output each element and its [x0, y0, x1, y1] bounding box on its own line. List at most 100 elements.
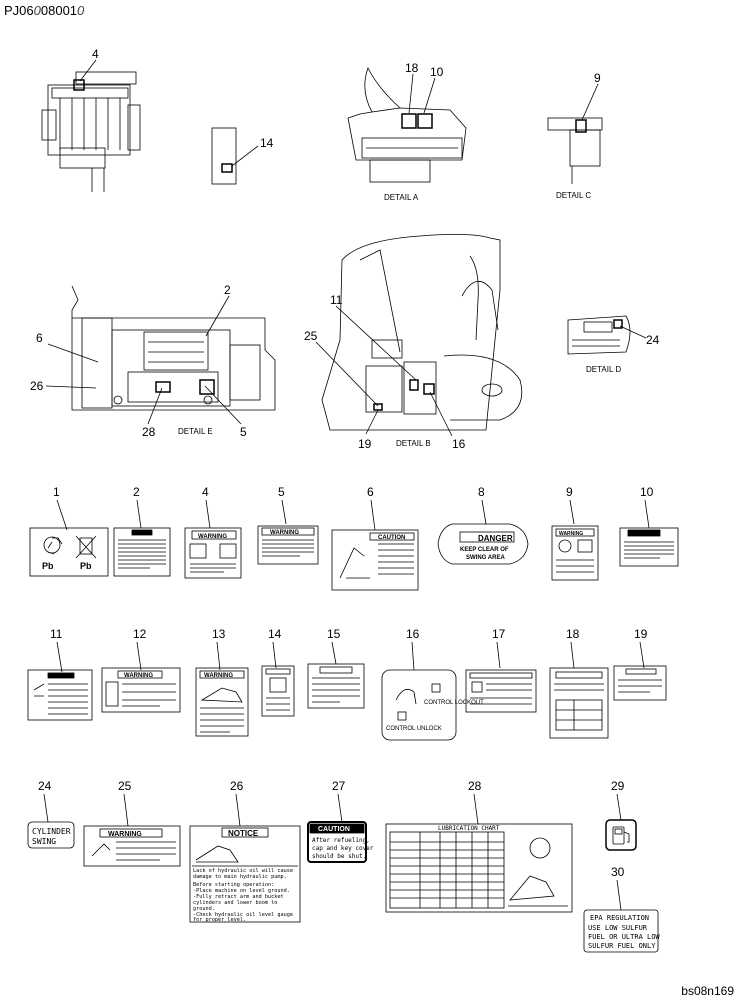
- decal-6-caution: CAUTION: [331, 529, 419, 591]
- callout-6: 6: [36, 331, 43, 345]
- part-number-17: 17: [492, 627, 506, 641]
- svg-text:WARNING: WARNING: [559, 531, 583, 537]
- svg-text:damage to main hydraulic pump.: damage to main hydraulic pump.: [193, 874, 287, 880]
- part-number-18: 18: [566, 627, 580, 641]
- decal-18-fluid-table: [549, 667, 609, 739]
- decal-26-notice: NOTICE Lack of hydraulic oil will cause …: [189, 825, 301, 923]
- callout-19: 19: [358, 437, 372, 451]
- decal-15-caution: [307, 663, 365, 709]
- detail-d-label: DETAIL D: [586, 365, 621, 374]
- decal-10-warning: [619, 527, 679, 567]
- detail-a-label: DETAIL A: [384, 193, 419, 202]
- svg-text:WARNING: WARNING: [204, 673, 233, 679]
- part-number-6: 6: [367, 485, 374, 499]
- svg-text:cylinders and lower boom to: cylinders and lower boom to: [193, 900, 277, 906]
- svg-text:-Check hydraulic oil level gau: -Check hydraulic oil level gauge: [193, 912, 293, 918]
- part-number-24: 24: [38, 779, 52, 793]
- svg-text:ground.: ground.: [193, 906, 215, 912]
- decal-2-warning: [113, 527, 171, 577]
- detail-e-label: DETAIL E: [178, 427, 213, 436]
- detail-e-drawing: [71, 285, 276, 411]
- svg-text:CYLINDER: CYLINDER: [32, 827, 71, 836]
- svg-text:Pb: Pb: [80, 561, 92, 571]
- drawing-code: PJ060080010: [4, 3, 85, 18]
- detail-b-label: DETAIL B: [396, 439, 431, 448]
- part-number-19: 19: [634, 627, 648, 641]
- decal-12-warning: WARNING: [101, 667, 181, 713]
- decal-16-control-lockout: CONTROL LOCKOUT CONTROL UNLOCK: [381, 669, 484, 741]
- detail-a-drawing: [347, 66, 467, 183]
- svg-text:EPA REGULATION: EPA REGULATION: [590, 914, 649, 922]
- part-number-13: 13: [212, 627, 226, 641]
- callout-11: 11: [330, 293, 343, 307]
- svg-text:CAUTION: CAUTION: [318, 826, 350, 833]
- callout-24: 24: [646, 333, 660, 347]
- figure-reference: bs08n169: [681, 984, 734, 998]
- svg-text:DANGER: DANGER: [478, 534, 513, 543]
- bracket-drawing: [211, 127, 237, 185]
- callout-4: 4: [92, 47, 99, 61]
- decal-14-caution: [261, 665, 295, 717]
- svg-text:NOTICE: NOTICE: [228, 829, 259, 838]
- svg-text:FUEL OR ULTRA LOW: FUEL OR ULTRA LOW: [588, 933, 660, 941]
- decal-19-caution: [613, 665, 667, 701]
- decal-27-caution-refueling: CAUTION After refueling, cap and key cov…: [307, 821, 374, 863]
- part-number-12: 12: [133, 627, 147, 641]
- callout-28: 28: [142, 425, 156, 439]
- svg-text:CONTROL LOCKOUT: CONTROL LOCKOUT: [424, 700, 484, 706]
- part-number-1: 1: [53, 485, 60, 499]
- part-number-11: 11: [50, 627, 63, 641]
- detail-b-drawing: [321, 234, 523, 431]
- decal-4-warning: WARNING: [184, 527, 242, 579]
- part-number-25: 25: [118, 779, 132, 793]
- part-number-27: 27: [332, 779, 346, 793]
- callout-5: 5: [240, 425, 247, 439]
- decal-9-warning: WARNING: [551, 525, 599, 581]
- part-number-16: 16: [406, 627, 420, 641]
- svg-text:WARNING: WARNING: [124, 673, 153, 679]
- svg-text:Pb: Pb: [42, 561, 54, 571]
- control-valve-drawing: [41, 71, 141, 192]
- svg-text:WARNING: WARNING: [198, 534, 227, 540]
- svg-text:USE LOW SULFUR: USE LOW SULFUR: [588, 924, 648, 932]
- svg-text:WARNING: WARNING: [270, 530, 299, 536]
- callout-10: 10: [430, 65, 444, 79]
- decal-28-lubrication-chart: LUBRICATION CHART: [385, 823, 573, 913]
- svg-text:SWING AREA: SWING AREA: [466, 555, 505, 561]
- svg-text:KEEP CLEAR OF: KEEP CLEAR OF: [460, 547, 509, 553]
- svg-text:LUBRICATION CHART: LUBRICATION CHART: [438, 825, 500, 832]
- detail-c-drawing: [547, 117, 603, 184]
- decal-11-caution: [27, 669, 93, 721]
- svg-text:CAUTION: CAUTION: [378, 535, 405, 541]
- svg-text:SWING: SWING: [32, 837, 56, 846]
- detail-d-drawing: [567, 315, 631, 355]
- part-number-8: 8: [478, 485, 485, 499]
- part-number-14: 14: [268, 627, 282, 641]
- svg-text:for proper level.: for proper level.: [193, 917, 246, 923]
- svg-text:Lack of hydraulic oil will cau: Lack of hydraulic oil will cause: [193, 868, 293, 874]
- part-number-4: 4: [202, 485, 209, 499]
- callout-16: 16: [452, 437, 466, 451]
- part-number-10: 10: [640, 485, 654, 499]
- callout-2: 2: [224, 283, 231, 297]
- decal-8-danger: DANGER KEEP CLEAR OF SWING AREA: [437, 523, 529, 565]
- decal-17-danger: [465, 669, 537, 713]
- callout-18: 18: [405, 61, 419, 75]
- decal-1-recycle-pb: Pb Pb: [29, 527, 109, 577]
- callout-26: 26: [30, 379, 44, 393]
- callout-25: 25: [304, 329, 318, 343]
- decal-5-warning: WARNING: [257, 525, 319, 565]
- decal-29-fuel-icon: [605, 819, 637, 851]
- part-number-26: 26: [230, 779, 244, 793]
- svg-text:Before starting operation:: Before starting operation:: [193, 882, 274, 888]
- decal-24-cylinder-swing: CYLINDER SWING: [27, 821, 75, 849]
- decal-25-warning: WARNING: [83, 825, 181, 867]
- svg-text:CONTROL UNLOCK: CONTROL UNLOCK: [386, 726, 442, 732]
- part-number-28: 28: [468, 779, 482, 793]
- part-number-30: 30: [611, 865, 625, 879]
- part-number-9: 9: [566, 485, 573, 499]
- callout-9: 9: [594, 71, 601, 85]
- callout-14: 14: [260, 136, 274, 150]
- svg-text:cap and key cover: cap and key cover: [312, 845, 374, 852]
- svg-text:After refueling,: After refueling,: [312, 837, 370, 844]
